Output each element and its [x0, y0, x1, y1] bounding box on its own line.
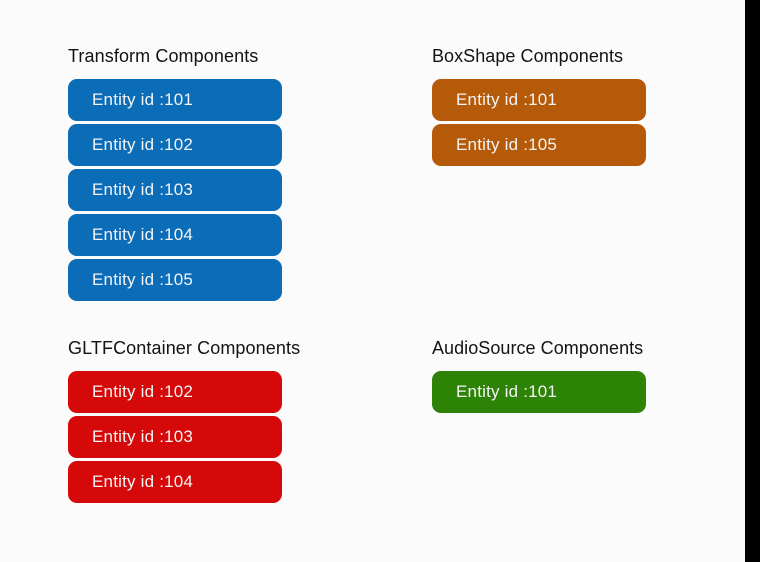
entity-list-gltfcontainer: Entity id :102 Entity id :103 Entity id …: [68, 371, 300, 503]
entity-chip[interactable]: Entity id :101: [432, 371, 646, 413]
entity-list-audiosource: Entity id :101: [432, 371, 646, 413]
group-title-transform: Transform Components: [68, 46, 259, 66]
group-boxshape-components: BoxShape Components Entity id :101 Entit…: [432, 45, 646, 166]
entity-chip[interactable]: Entity id :102: [68, 371, 282, 413]
entity-chip[interactable]: Entity id :104: [68, 214, 282, 256]
group-transform-components: Transform Components Entity id :101 Enti…: [68, 45, 282, 301]
entity-chip[interactable]: Entity id :103: [68, 169, 282, 211]
entity-chip[interactable]: Entity id :105: [432, 124, 646, 166]
entity-chip[interactable]: Entity id :103: [68, 416, 282, 458]
right-edge-strip: [745, 0, 760, 562]
group-audiosource-components: AudioSource Components Entity id :101: [432, 337, 646, 413]
entity-chip[interactable]: Entity id :102: [68, 124, 282, 166]
group-title-boxshape: BoxShape Components: [432, 46, 624, 66]
entity-list-transform: Entity id :101 Entity id :102 Entity id …: [68, 79, 282, 301]
entity-chip[interactable]: Entity id :104: [68, 461, 282, 503]
group-title-audiosource: AudioSource Components: [432, 338, 644, 358]
group-title-gltfcontainer: GLTFContainer Components: [68, 338, 301, 358]
group-gltfcontainer-components: GLTFContainer Components Entity id :102 …: [68, 337, 300, 503]
entity-chip[interactable]: Entity id :105: [68, 259, 282, 301]
entity-chip[interactable]: Entity id :101: [68, 79, 282, 121]
entity-list-boxshape: Entity id :101 Entity id :105: [432, 79, 646, 166]
entity-chip[interactable]: Entity id :101: [432, 79, 646, 121]
